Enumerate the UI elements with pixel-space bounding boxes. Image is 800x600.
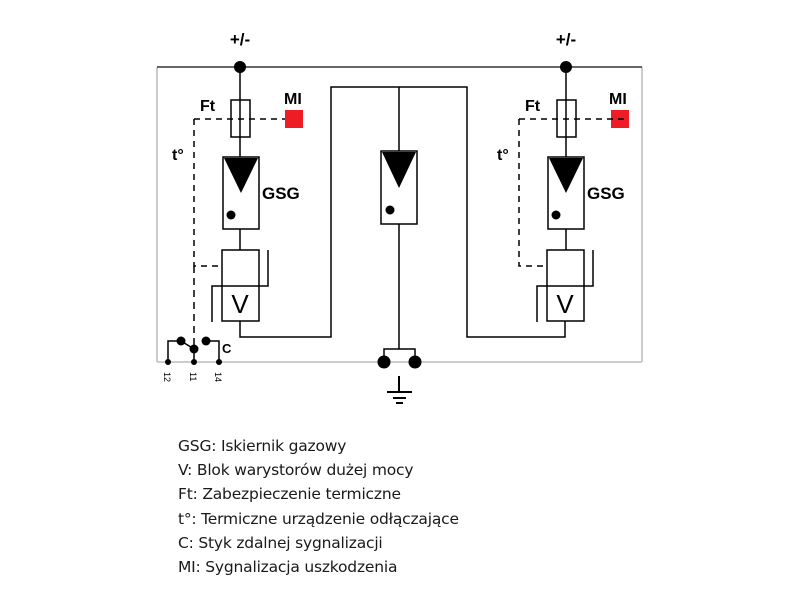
center-module [377,87,422,404]
legend-item-c: C: Styk zdalnej sygnalizacji [178,533,383,552]
pin-14: 14 [213,372,223,382]
left-varistor-label: V [231,289,249,319]
left-gsg-label: GSG [262,184,300,203]
legend-item-v: V: Blok warystorów dużej mocy [178,461,414,480]
pe-terminal-right [408,355,422,369]
pin-11: 11 [188,372,198,381]
left-failure-indicator [285,110,303,128]
legend-item-mi: MI: Sygnalizacja uszkodzenia [178,558,398,577]
left-thermal-label: t° [172,147,184,164]
legend-item-gsg: GSG: Iskiernik gazowy [178,437,347,455]
legend-item-t: t°: Termiczne urządzenie odłączające [178,509,459,528]
right-gsg-label: GSG [587,184,625,203]
left-fuse-label: Ft [200,98,216,115]
ground-icon [387,376,412,404]
pe-terminal-left [377,355,391,369]
right-terminal-label: +/- [556,30,576,49]
left-indicator-label: MI [284,91,302,108]
pin-12: 12 [162,372,172,382]
left-terminal-label: +/- [230,30,250,49]
left-module: +/- Ft MI t° GSG V [172,30,566,345]
right-varistor-label: V [556,289,574,319]
right-fuse-label: Ft [525,98,541,115]
right-thermal-label: t° [497,147,509,164]
contact-label: C [222,341,232,356]
legend: GSG: Iskiernik gazowy V: Blok warystorów… [178,434,459,579]
legend-item-ft: Ft: Zabezpieczenie termiczne [178,485,401,504]
right-indicator-label: MI [609,91,627,108]
remote-signal-contact: C 12 11 14 [162,336,232,382]
right-module: +/- Ft MI t° GSG V [497,30,629,322]
